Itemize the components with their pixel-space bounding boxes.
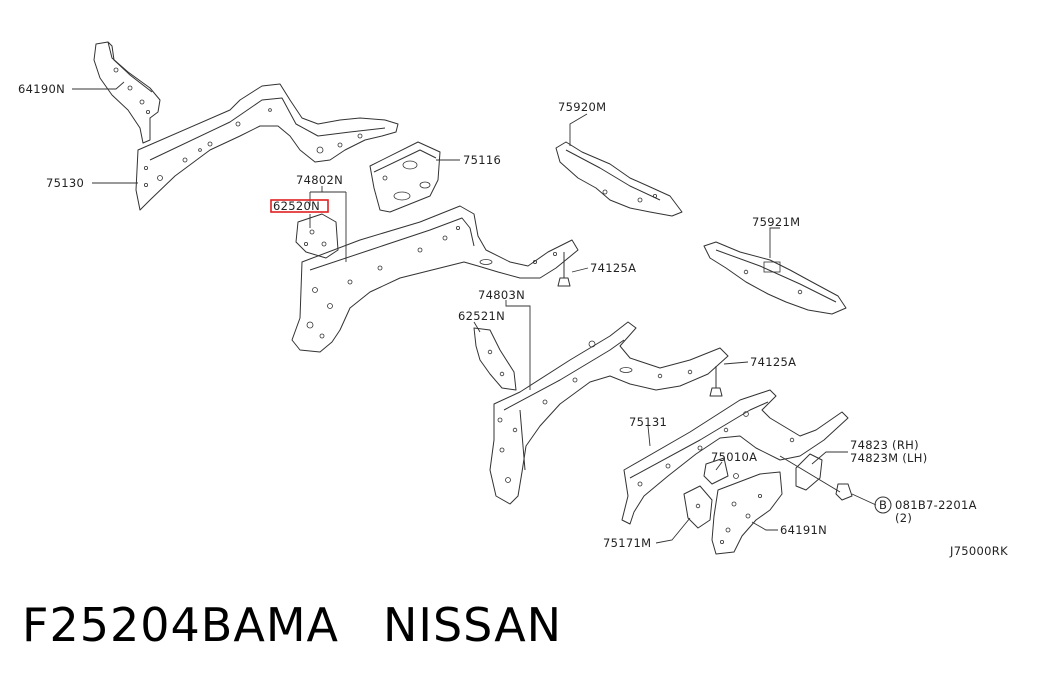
label-74802n: 74802N — [296, 173, 343, 187]
label-64191n: 64191N — [780, 523, 827, 537]
bolt-74125a-lower-drawing — [709, 366, 723, 397]
diagram-code: J75000RK — [949, 544, 1008, 558]
part-64191n-drawing — [711, 471, 783, 555]
label-74125a-lower: 74125A — [750, 355, 796, 369]
label-75131: 75131 — [629, 415, 667, 429]
label-74803n: 74803N — [478, 288, 525, 302]
part-75130-drawing — [135, 83, 399, 211]
part-75920m-drawing — [555, 141, 683, 217]
label-75010a: 75010A — [711, 450, 757, 464]
part-74803n-drawing — [489, 321, 729, 505]
part-62521n-drawing — [473, 327, 517, 391]
caption-brand: NISSAN — [382, 598, 563, 652]
label-74823: 74823 (RH) — [850, 438, 919, 452]
part-74823-drawing — [779, 453, 853, 501]
label-bolt-number: 081B7-2201A — [895, 498, 977, 512]
part-62520n-drawing — [295, 213, 339, 259]
bolt-74125a-upper-drawing — [557, 252, 571, 287]
label-64190n: 64190N — [18, 82, 65, 96]
part-75131-drawing — [621, 389, 849, 525]
part-75010a-drawing — [703, 457, 739, 485]
part-75116-drawing — [369, 141, 441, 213]
label-75171m: 75171M — [603, 536, 651, 550]
part-64190n-drawing — [93, 41, 161, 144]
label-74125a-upper: 74125A — [590, 261, 636, 275]
label-62520n: 62520N — [273, 199, 320, 213]
bolt-marker-circle — [874, 496, 892, 514]
label-75921m: 75921M — [752, 215, 800, 229]
label-62521n: 62521N — [458, 309, 505, 323]
label-75116: 75116 — [463, 153, 501, 167]
leader-lines — [72, 81, 877, 544]
part-74802n-drawing — [291, 205, 579, 353]
caption-part-number: F25204BAMA — [22, 598, 339, 652]
caption: F25204BAMA NISSAN — [22, 598, 606, 652]
part-75921m-drawing — [703, 241, 847, 315]
label-75920m: 75920M — [558, 100, 606, 114]
label-74823m: 74823M (LH) — [850, 451, 928, 465]
label-bolt-qty: (2) — [895, 511, 912, 525]
bolt-marker-letter: B — [879, 498, 887, 512]
label-75130: 75130 — [46, 176, 84, 190]
part-75171m-drawing — [683, 485, 713, 529]
label-62520n-highlight — [270, 199, 329, 213]
